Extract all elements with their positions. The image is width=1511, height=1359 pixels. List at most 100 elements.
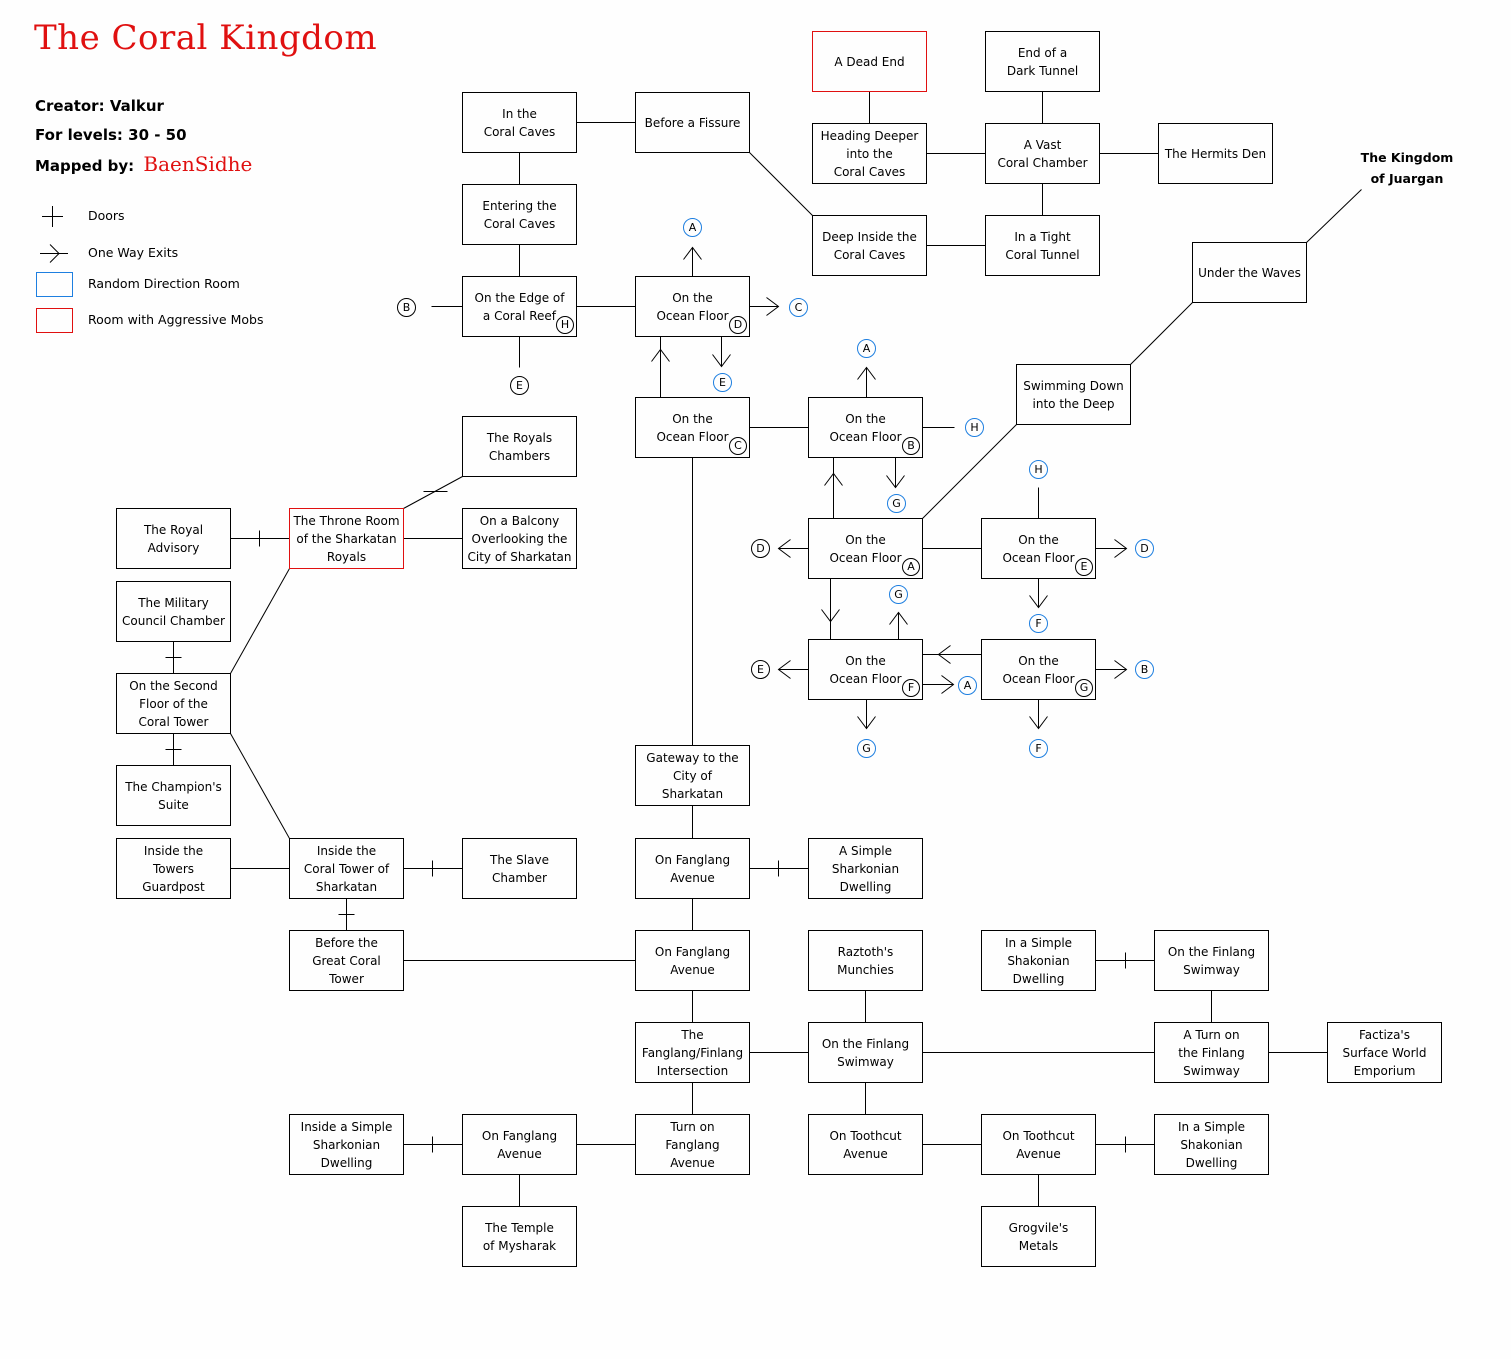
random-exit-marker: H	[1029, 460, 1048, 479]
room-marker-circle: D	[729, 316, 747, 334]
aggressive-room-swatch	[36, 308, 73, 333]
room-box: A Vast Coral Chamber	[985, 123, 1100, 184]
one-way-arrow-icon	[651, 348, 670, 362]
room-box: Inside the Coral Tower of Sharkatan	[289, 838, 404, 899]
room-label: On Fanglang Avenue	[654, 944, 731, 977]
room-box: Grogvile's Metals	[981, 1206, 1096, 1267]
room-box: On the Finlang Swimway	[808, 1022, 923, 1083]
room-label: On the Edge of a Coral Reef	[474, 290, 565, 323]
room-box: The Hermits Den	[1158, 123, 1273, 184]
room-label: Under the Waves	[1198, 265, 1301, 280]
room-label: On Toothcut Avenue	[829, 1128, 902, 1161]
external-area-label: The Kingdom of Juargan	[1360, 150, 1454, 186]
room-box: In the Coral Caves	[462, 92, 577, 153]
legend-random-label: Random Direction Room	[88, 276, 240, 291]
room-label: In a Simple Shakonian Dwelling	[1004, 935, 1073, 986]
random-exit-marker: F	[1029, 614, 1048, 633]
room-box: Deep Inside the Coral Caves	[812, 215, 927, 276]
room-box: Inside the Towers Guardpost	[116, 838, 231, 899]
legend-one-way-label: One Way Exits	[88, 245, 179, 260]
room-label: On the Ocean Floor	[1002, 653, 1075, 686]
exit-connection	[1130, 302, 1193, 365]
room-label: Swimming Down into the Deep	[1023, 378, 1124, 411]
room-box: The Royals Chambers	[462, 416, 577, 477]
exit-marker: E	[510, 376, 529, 395]
one-way-arrow-icon	[683, 246, 702, 260]
room-box: On the Finlang Swimway	[1154, 930, 1269, 991]
room-label: Raztoth's Munchies	[837, 944, 894, 977]
room-box: The Fanglang/Finlang Intersection	[635, 1022, 750, 1083]
aggressive-room-box: The Throne Room of the Sharkatan Royals	[289, 508, 404, 569]
one-way-arrow-icon	[1029, 716, 1048, 730]
room-label: A Turn on the Finlang Swimway	[1178, 1027, 1245, 1078]
room-label: The Champion's Suite	[125, 779, 222, 812]
room-label: Before the Great Coral Tower	[312, 935, 381, 986]
exit-connection	[230, 733, 290, 839]
room-label: On the Ocean Floor	[829, 653, 902, 686]
one-way-arrow-icon	[1029, 595, 1048, 609]
room-label: On Fanglang Avenue	[654, 852, 731, 885]
random-exit-marker: G	[857, 739, 876, 758]
room-box: Heading Deeper into the Coral Caves	[812, 123, 927, 184]
room-label: Inside the Coral Tower of Sharkatan	[303, 843, 390, 894]
random-exit-marker: G	[887, 494, 906, 513]
room-label: Entering the Coral Caves	[482, 198, 557, 231]
map-title: The Coral Kingdom	[34, 18, 378, 58]
room-box: Inside a Simple Sharkonian Dwelling	[289, 1114, 404, 1175]
one-way-arrow-icon	[1114, 660, 1128, 679]
legend-doors-label: Doors	[88, 208, 125, 223]
random-exit-marker: E	[713, 373, 732, 392]
room-box: Factiza's Surface World Emporium	[1327, 1022, 1442, 1083]
room-label: The Military Council Chamber	[122, 595, 225, 628]
room-label: In the Coral Caves	[483, 106, 556, 139]
room-label: The Royals Chambers	[486, 430, 553, 463]
room-label: Inside a Simple Sharkonian Dwelling	[300, 1119, 393, 1170]
room-box: Gateway to the City of Sharkatan	[635, 745, 750, 806]
exit-connection	[403, 476, 463, 509]
room-box: Before a Fissure	[635, 92, 750, 153]
one-way-arrow-icon	[821, 609, 840, 623]
levels-label: For levels:	[35, 126, 123, 144]
exit-connection	[1306, 189, 1362, 243]
random-exit-marker: D	[1135, 539, 1154, 558]
room-box: In a Tight Coral Tunnel	[985, 215, 1100, 276]
room-label: On a Balcony Overlooking the City of Sha…	[467, 513, 572, 564]
random-exit-marker: F	[1029, 739, 1048, 758]
random-exit-marker: A	[958, 676, 977, 695]
room-label: The Royal Advisory	[143, 522, 204, 555]
exit-marker: E	[751, 660, 770, 679]
room-label: A Vast Coral Chamber	[997, 137, 1088, 170]
room-label: The Temple of Mysharak	[482, 1220, 557, 1253]
room-label: On the Ocean Floor	[656, 411, 729, 444]
one-way-arrow-icon	[937, 645, 951, 664]
one-way-arrow-icon	[889, 611, 908, 625]
creator-label: Creator:	[35, 97, 105, 115]
room-label: The Slave Chamber	[490, 852, 549, 885]
one-way-arrow-icon	[824, 472, 843, 486]
room-box: On Toothcut Avenue	[808, 1114, 923, 1175]
one-way-arrow-icon	[857, 716, 876, 730]
room-box: The Royal Advisory	[116, 508, 231, 569]
room-label: Turn on Fanglang Avenue	[665, 1119, 720, 1170]
one-way-arrow-icon	[712, 354, 731, 368]
one-way-arrow-icon	[766, 297, 780, 316]
room-marker-circle: B	[902, 437, 920, 455]
room-box: The Military Council Chamber	[116, 581, 231, 642]
room-label: End of a Dark Tunnel	[1006, 45, 1079, 78]
room-box: On Fanglang Avenue	[635, 930, 750, 991]
room-box: On Toothcut Avenue	[981, 1114, 1096, 1175]
room-label: On the Ocean Floor	[829, 532, 902, 565]
one-way-arrow-icon	[777, 660, 791, 679]
room-marker-circle: G	[1075, 679, 1093, 697]
one-way-arrow-icon	[40, 244, 68, 263]
exit-marker: B	[397, 298, 416, 317]
room-box: The Champion's Suite	[116, 765, 231, 826]
room-label: On the Finlang Swimway	[1167, 944, 1256, 977]
